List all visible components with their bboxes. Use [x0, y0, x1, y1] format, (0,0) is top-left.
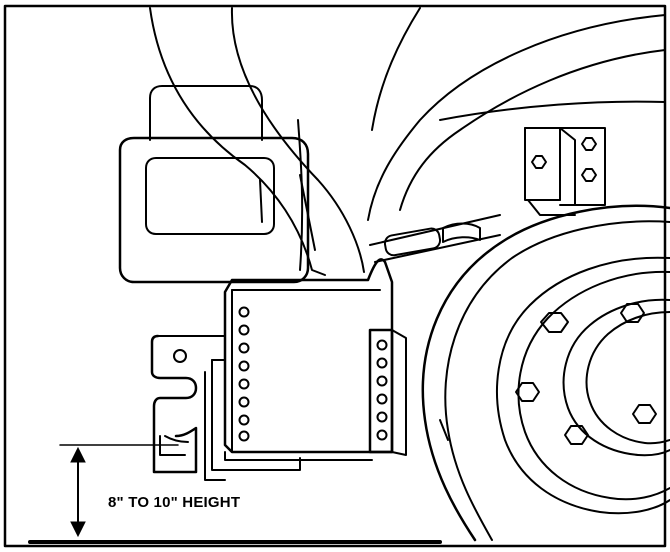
mounting-plate — [223, 258, 394, 454]
bracket-bolts — [531, 137, 597, 182]
height-callout-label: 8" TO 10" HEIGHT — [108, 494, 241, 511]
suspension-rod — [369, 214, 501, 263]
lug-nuts — [515, 303, 657, 445]
fender — [149, 7, 666, 276]
hook-bracket — [150, 334, 226, 474]
bumper-light — [118, 85, 310, 284]
adjustment-bar — [368, 328, 407, 456]
wheel — [421, 204, 670, 542]
double-arrow-icon — [70, 446, 86, 538]
lower-plates — [204, 359, 373, 481]
frame-border — [3, 4, 667, 548]
